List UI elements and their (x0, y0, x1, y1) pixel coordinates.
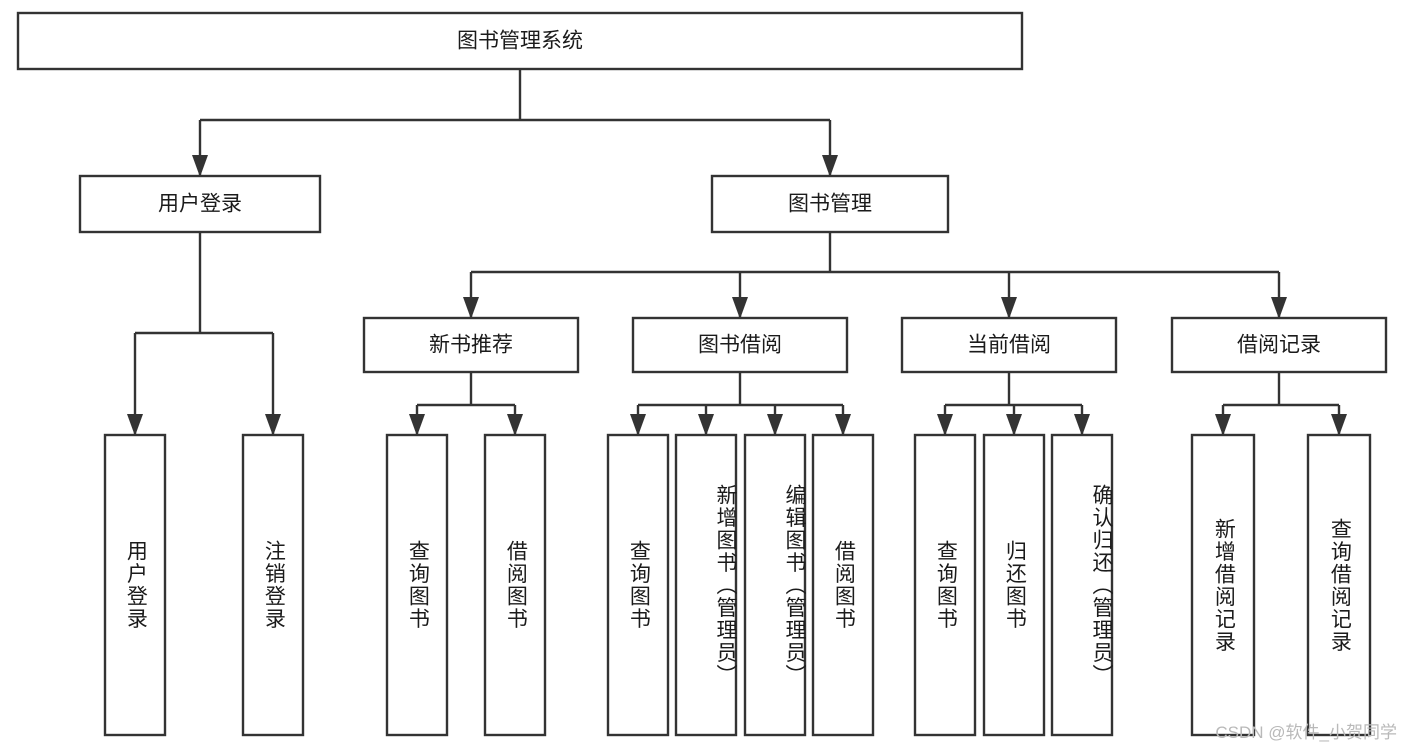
node-box-book-management[interactable] (710, 174, 950, 234)
arrow-head (767, 414, 783, 436)
arrow-head (1001, 297, 1017, 319)
node-box-leaf-edit-book-admin[interactable] (743, 433, 807, 737)
arrow-head (1215, 414, 1231, 436)
node-box-leaf-query-book-3[interactable] (913, 433, 977, 737)
arrow-head (732, 297, 748, 319)
node-box-leaf-confirm-return-admin[interactable] (1050, 433, 1114, 737)
node-box-leaf-borrow-book-1[interactable] (483, 433, 547, 737)
node-box-user-login[interactable] (78, 174, 322, 234)
node-box-leaf-query-borrow-record[interactable] (1306, 433, 1372, 737)
arrow-head (265, 414, 281, 436)
connector-layer (127, 69, 1347, 436)
arrow-head (698, 414, 714, 436)
node-box-leaf-add-borrow-record[interactable] (1190, 433, 1256, 737)
node-box-leaf-user-login[interactable] (103, 433, 167, 737)
node-box-leaf-borrow-book-2[interactable] (811, 433, 875, 737)
arrow-head (507, 414, 523, 436)
arrow-head (1074, 414, 1090, 436)
node-label-current-borrow: 当前借阅 (967, 334, 1051, 357)
arrow-head (822, 155, 838, 177)
arrow-head (463, 297, 479, 319)
arrow-head (192, 155, 208, 177)
node-label-user-login: 用户登录 (158, 193, 242, 216)
node-box-borrow-record[interactable] (1170, 316, 1388, 374)
node-box-leaf-add-book-admin[interactable] (674, 433, 738, 737)
arrow-head (1271, 297, 1287, 319)
csdn-watermark: CSDN @软件_小贺同学 (1215, 723, 1397, 742)
node-box-leaf-logout[interactable] (241, 433, 305, 737)
arrow-head (1006, 414, 1022, 436)
arrow-head (835, 414, 851, 436)
node-label-book-borrow: 图书借阅 (698, 334, 782, 357)
arrow-head (127, 414, 143, 436)
node-box-leaf-query-book-1[interactable] (385, 433, 449, 737)
node-box-leaf-return-book[interactable] (982, 433, 1046, 737)
node-label-root: 图书管理系统 (457, 30, 583, 53)
node-box-layer (16, 11, 1388, 737)
node-box-current-borrow[interactable] (900, 316, 1118, 374)
node-label-book-management: 图书管理 (788, 193, 872, 216)
arrow-head (937, 414, 953, 436)
node-label-borrow-record: 借阅记录 (1237, 334, 1321, 357)
arrow-head (630, 414, 646, 436)
node-label-new-book-recommend: 新书推荐 (429, 334, 513, 357)
node-box-leaf-query-book-2[interactable] (606, 433, 670, 737)
node-box-root[interactable] (16, 11, 1024, 71)
node-box-book-borrow[interactable] (631, 316, 849, 374)
arrow-head (1331, 414, 1347, 436)
arrow-head (409, 414, 425, 436)
node-box-new-book-recommend[interactable] (362, 316, 580, 374)
